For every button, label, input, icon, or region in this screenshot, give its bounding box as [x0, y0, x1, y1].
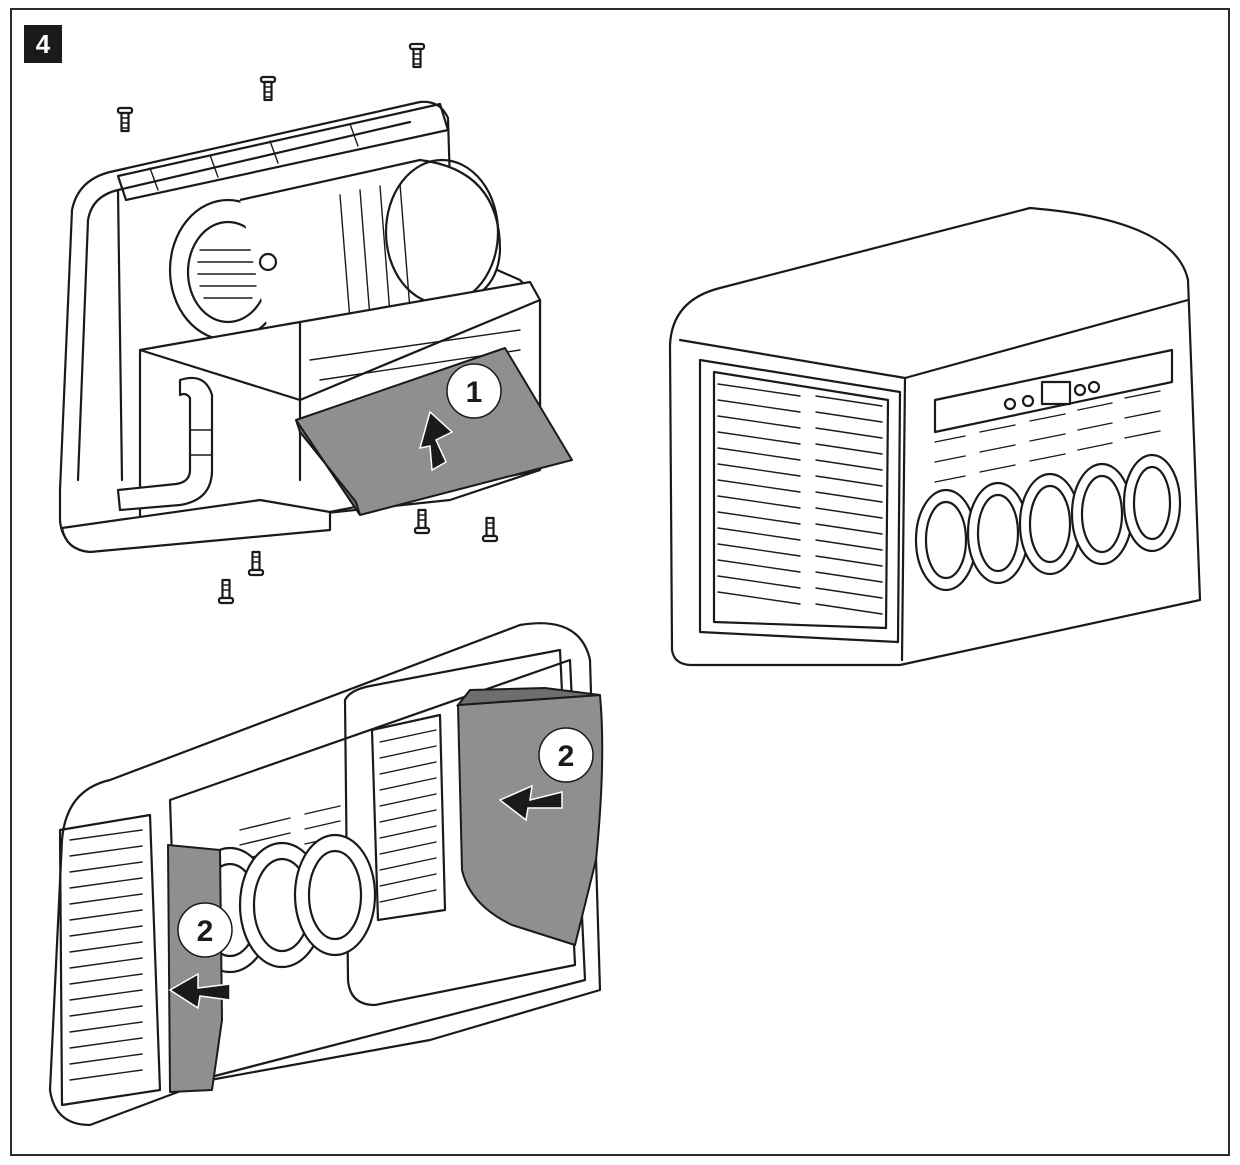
svg-text:1: 1: [466, 376, 483, 409]
callout-2-right: 2: [538, 727, 594, 783]
assembled-unit: [668, 206, 1202, 667]
svg-text:2: 2: [197, 915, 214, 948]
filter-panel-2-left: [167, 844, 223, 1093]
callout-1: 1: [446, 363, 502, 419]
arrow-icon: [418, 410, 454, 472]
step-number-badge: 4: [24, 25, 62, 63]
svg-text:2: 2: [558, 740, 575, 773]
cover-with-filters: [48, 622, 604, 1127]
unit-chassis-with-blower: [58, 100, 573, 554]
arrow-icon: [168, 784, 563, 1010]
callout-2-left: 2: [177, 902, 233, 958]
